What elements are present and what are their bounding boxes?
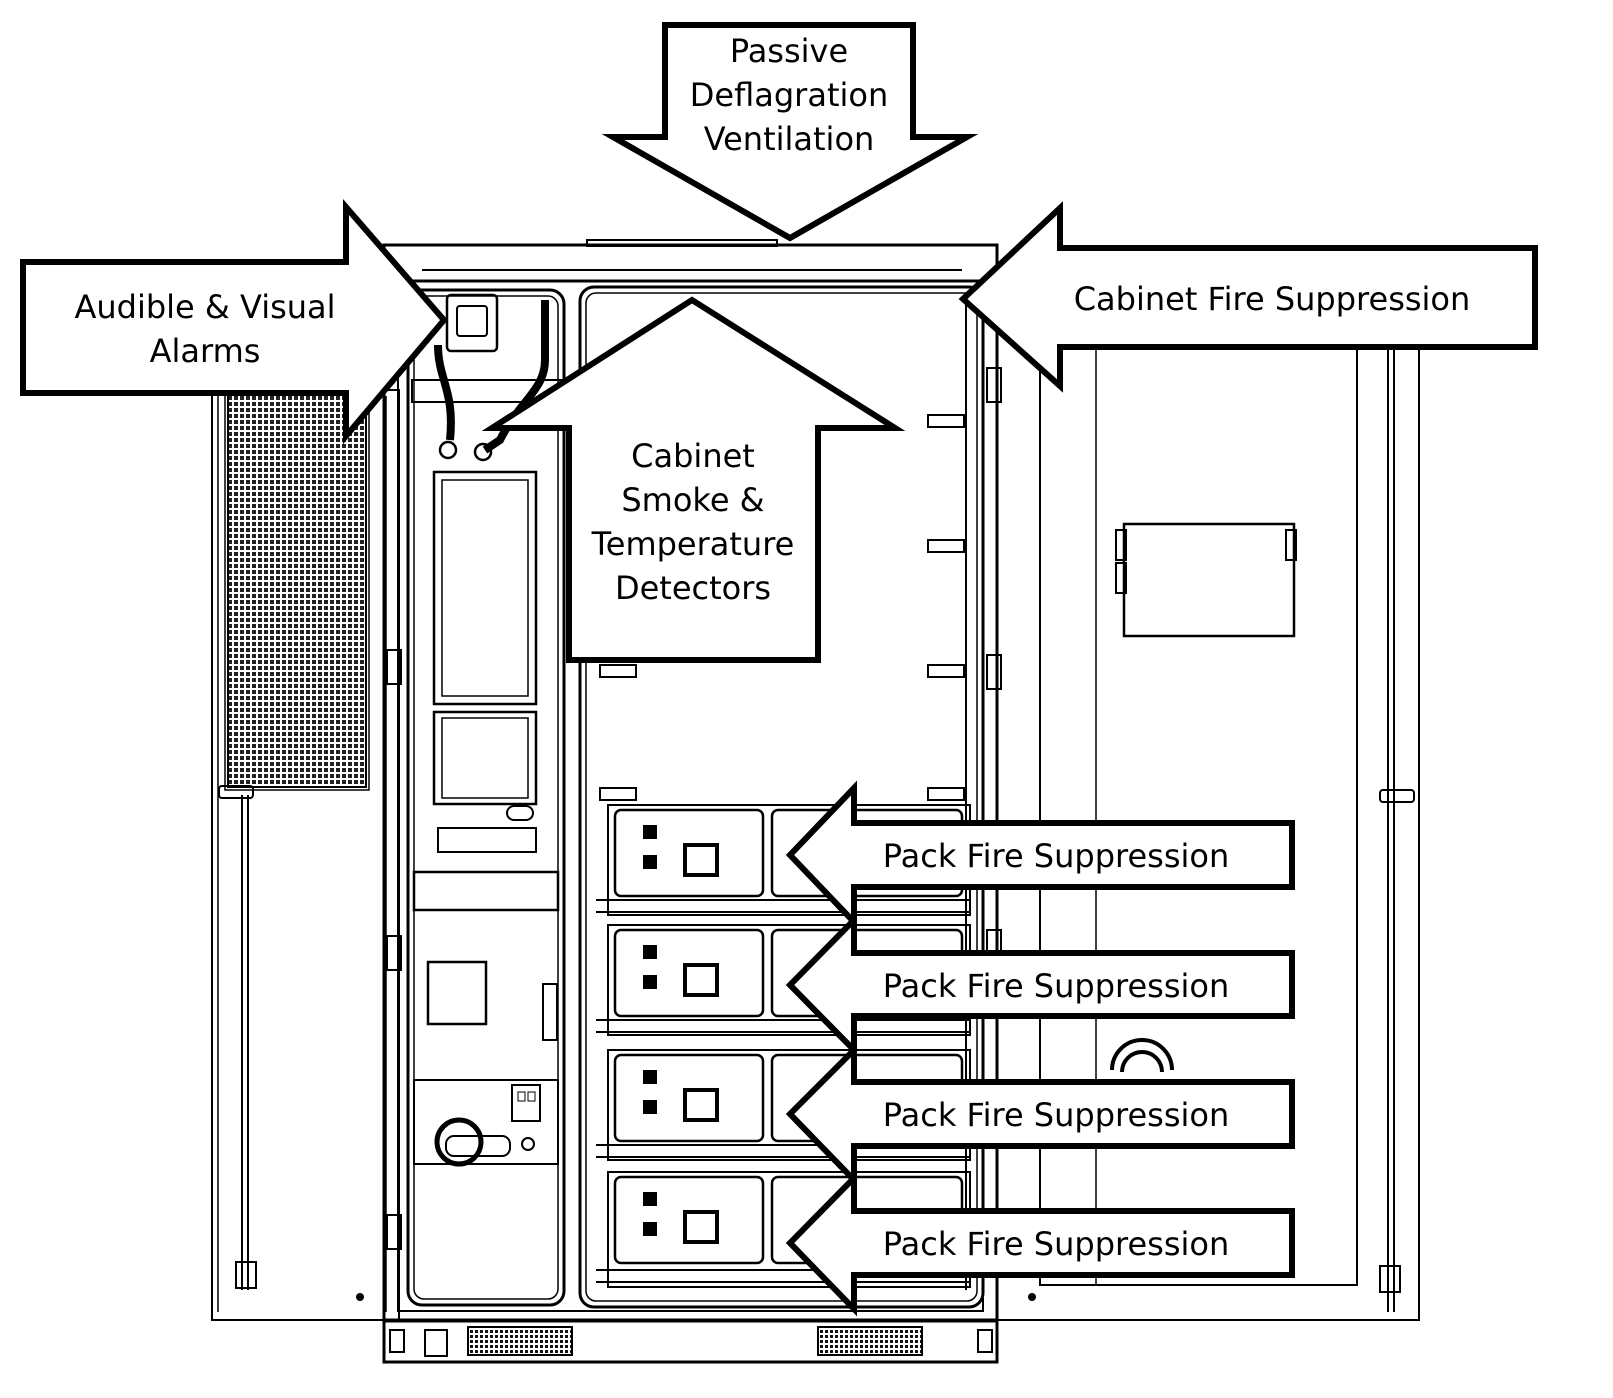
callout-passive-ventilation-line-2: Deflagration: [690, 76, 888, 114]
callout-alarms: Audible & Visual Alarms: [20, 198, 448, 445]
callout-smoke-temp-detectors-line-1: Cabinet: [631, 437, 755, 475]
callout-pack-fire-suppression-2: Pack Fire Suppression: [883, 967, 1230, 1005]
callout-cabinet-fire-suppression-line-1: Cabinet Fire Suppression: [1074, 280, 1471, 318]
base-vent-right: [817, 1326, 923, 1356]
callout-cabinet-fire-suppression: Cabinet Fire Suppression: [958, 201, 1538, 393]
base-vent-left: [467, 1326, 573, 1356]
callout-pack-fire-suppression: Pack Fire Suppression: [785, 912, 1295, 1058]
callout-smoke-temp-detectors-line-3: Temperature: [591, 525, 795, 563]
callout-pack-fire-suppression: Pack Fire Suppression: [785, 780, 1295, 930]
callout-pack-fire-suppression: Pack Fire Suppression: [785, 1042, 1295, 1188]
callout-passive-ventilation: Passive Deflagration Ventilation: [601, 22, 979, 242]
door-vent-mesh: [227, 394, 367, 788]
callout-alarms-line-2: Alarms: [150, 332, 261, 370]
callout-alarms-line-1: Audible & Visual: [74, 288, 335, 326]
callout-pack-fire-suppression-3: Pack Fire Suppression: [883, 1096, 1230, 1134]
callout-passive-ventilation-line-3: Ventilation: [704, 120, 875, 158]
callout-smoke-temp-detectors-line-2: Smoke &: [621, 481, 764, 519]
callout-passive-ventilation-line-1: Passive: [730, 32, 848, 70]
callout-smoke-temp-detectors: Cabinet Smoke & Temperature Detectors: [481, 296, 906, 663]
battery-pack: [596, 804, 971, 916]
callout-smoke-temp-detectors-line-4: Detectors: [615, 569, 771, 607]
callout-pack-fire-suppression-1: Pack Fire Suppression: [883, 837, 1230, 875]
callout-pack-fire-suppression: Pack Fire Suppression: [785, 1170, 1295, 1317]
callout-pack-fire-suppression-4: Pack Fire Suppression: [883, 1225, 1230, 1263]
